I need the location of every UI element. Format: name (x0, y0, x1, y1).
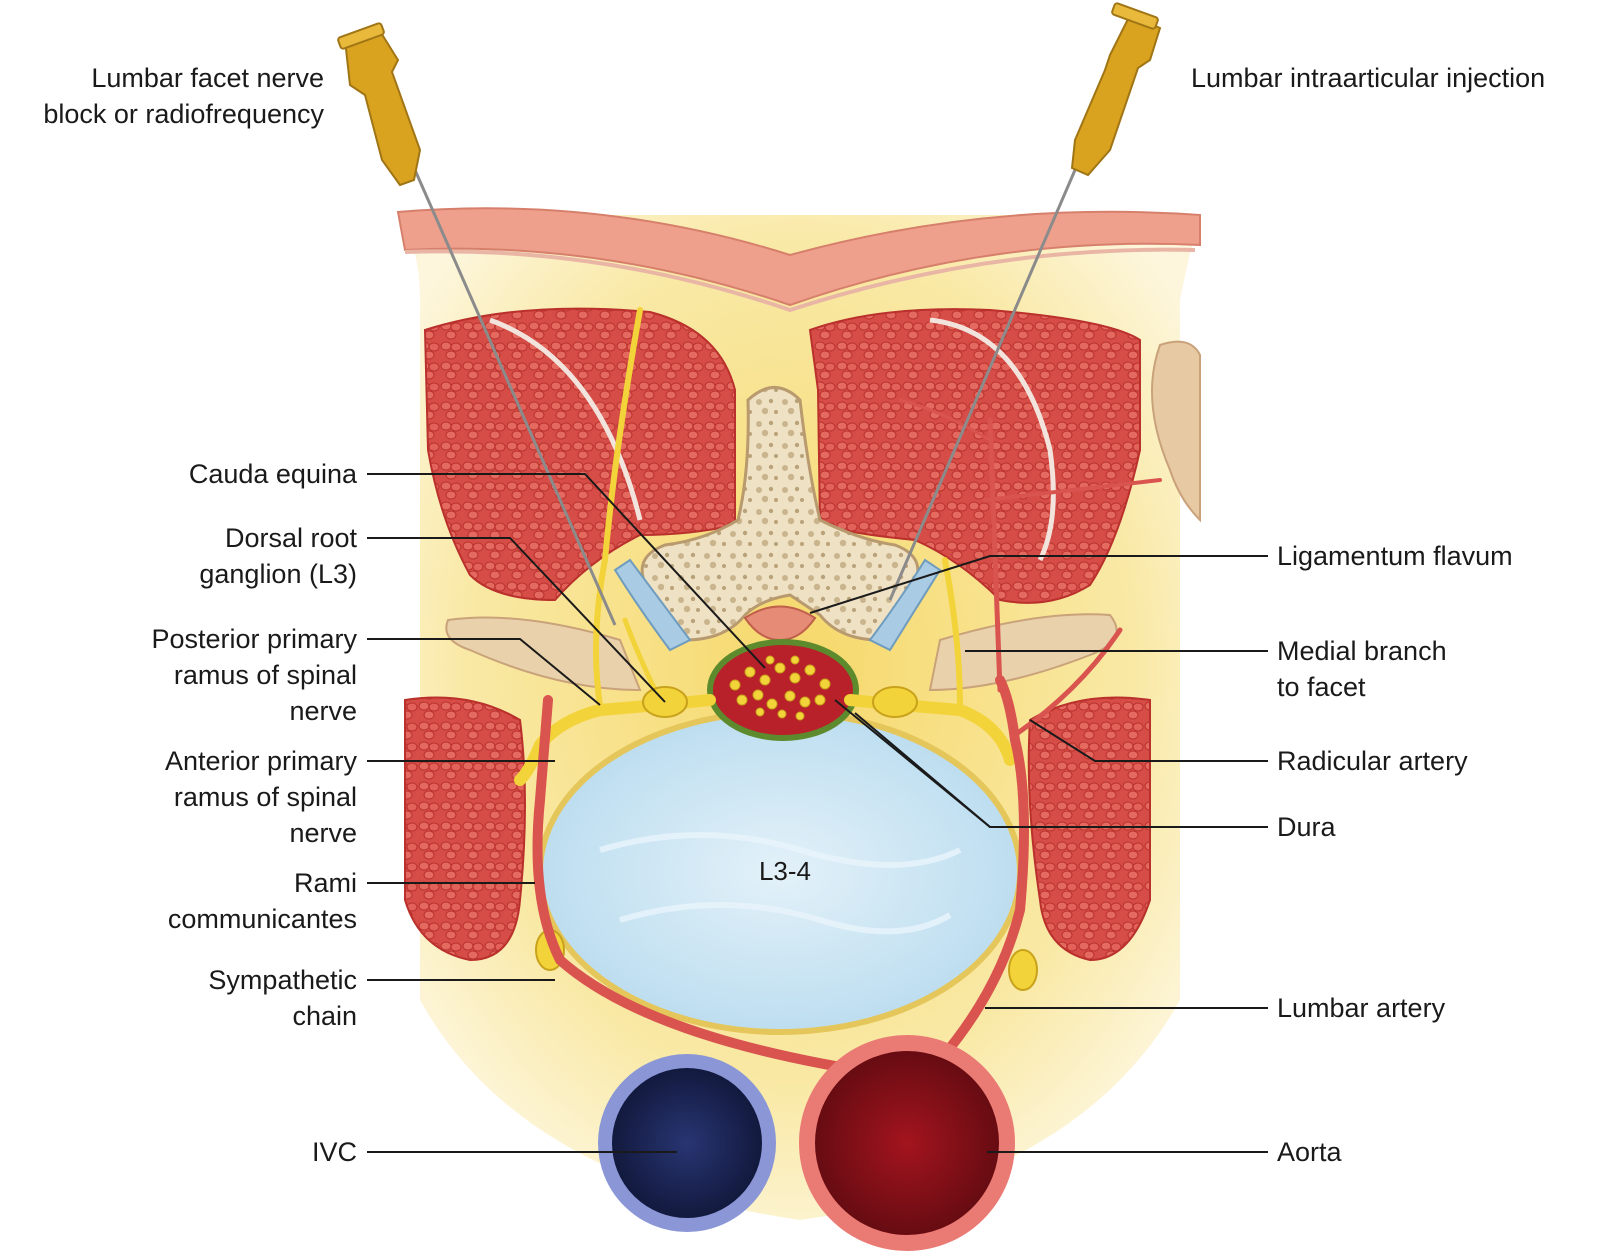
label-radicular-artery: Radicular artery (1277, 746, 1468, 776)
label-medial-branch: Medial branch to facet (1277, 633, 1447, 705)
needle-left-label-line-1: Lumbar facet nerve (91, 63, 324, 93)
muscle-fascia-left (489, 317, 643, 521)
disc-swirl-2 (619, 902, 952, 935)
label-dorsal-root-ganglion-line-2: ganglion (L3) (199, 559, 357, 589)
skin-layer (396, 207, 1201, 307)
label-posterior-ramus-line-2: ramus of spinal (173, 660, 357, 690)
muscle-fascia-right (929, 317, 1056, 562)
label-ligamentum-flavum: Ligamentum flavum (1277, 541, 1513, 571)
disc-label: L3-4 (759, 856, 811, 886)
needle-right (888, 2, 1162, 601)
needle-right-label: Lumbar intraarticular injection (1191, 63, 1546, 93)
sympathetic-ganglion-right (1008, 949, 1038, 991)
facet-joint-left (613, 558, 692, 652)
needle-left-label-line-2: block or radiofrequency (43, 99, 324, 129)
leader-ligamentum-flavum (809, 555, 1268, 614)
needle-left (337, 22, 617, 626)
cauda-equina-roots (729, 655, 831, 721)
label-cauda-equina: Cauda equina (188, 459, 357, 489)
dural-sac (707, 639, 859, 741)
label-dorsal-root-ganglion: Dorsal root ganglion (L3) (199, 520, 357, 592)
subcutaneous-line (404, 247, 1196, 313)
needle-left-label: Lumbar facet nerve block or radiofrequen… (43, 60, 324, 132)
leader-posterior-ramus (367, 638, 601, 706)
label-anterior-ramus-line-3: nerve (289, 818, 357, 848)
psoas-muscle-right (1027, 696, 1151, 962)
label-aorta: Aorta (1277, 1137, 1342, 1167)
label-rami-communicantes-line-2: communicantes (167, 904, 357, 934)
label-rami-communicantes-line-1: Rami (293, 868, 357, 898)
label-sympathetic-chain-line-1: Sympathetic (208, 965, 357, 995)
label-ivc: IVC (311, 1137, 357, 1167)
label-dorsal-root-ganglion-line-1: Dorsal root (224, 523, 357, 553)
aorta (799, 1035, 1015, 1251)
label-anterior-ramus-line-1: Anterior primary (164, 746, 357, 776)
label-posterior-ramus-line-3: nerve (289, 696, 357, 726)
label-anterior-ramus-line-2: ramus of spinal (173, 782, 357, 812)
label-posterior-ramus: Posterior primary ramus of spinal nerve (151, 621, 357, 729)
label-sympathetic-chain-line-2: chain (292, 1001, 357, 1031)
leader-lines-right (809, 555, 1268, 1153)
leader-radicular-artery (1029, 719, 1268, 762)
psoas-muscle-left (404, 696, 526, 962)
disc-swirl-1 (599, 832, 962, 868)
spinous-process (640, 386, 920, 642)
ivc (598, 1054, 776, 1232)
paraspinal-muscle-left (423, 307, 736, 602)
facet-joint-right (868, 558, 942, 652)
label-medial-branch-line-1: Medial branch (1277, 636, 1447, 666)
label-dura: Dura (1277, 812, 1336, 842)
label-anterior-ramus: Anterior primary ramus of spinal nerve (165, 743, 357, 851)
rib-right (1151, 340, 1201, 523)
leader-lines-left (367, 473, 766, 1153)
leader-dura-2 (834, 699, 991, 828)
ligamentum-flavum (743, 605, 817, 642)
label-sympathetic-chain: Sympathetic chain (208, 962, 357, 1034)
label-rami-communicantes: Rami communicantes (168, 865, 357, 937)
label-lumbar-artery: Lumbar artery (1277, 993, 1446, 1023)
leader-dorsal-root-ganglion (367, 537, 666, 703)
label-posterior-ramus-line-1: Posterior primary (151, 624, 357, 654)
dorsal-root-ganglion-right (872, 686, 918, 718)
label-medial-branch-line-2: to facet (1277, 672, 1366, 702)
leader-cauda-equina (367, 473, 766, 669)
